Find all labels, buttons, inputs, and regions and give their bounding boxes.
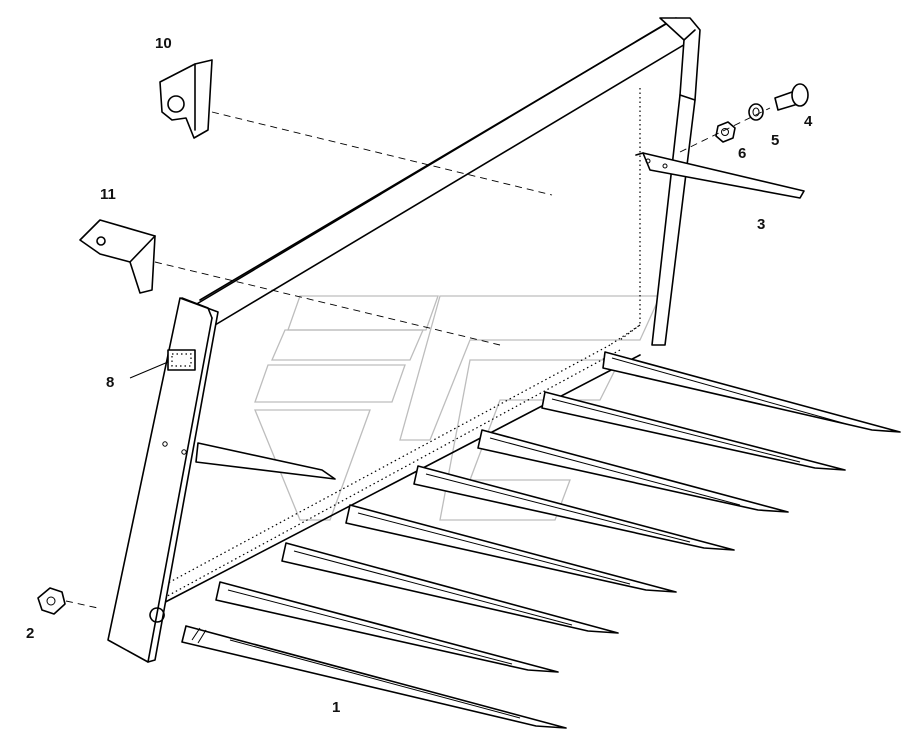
left-side-tine xyxy=(195,442,336,480)
tine-4 xyxy=(413,465,735,551)
label-10: 10 xyxy=(155,35,172,52)
label-3: 3 xyxy=(757,216,765,233)
label-5: 5 xyxy=(771,132,779,149)
lug-bracket-11 xyxy=(79,219,501,346)
nut-2 xyxy=(37,587,99,615)
spring-washer-5 xyxy=(748,103,764,121)
frame-back-outline xyxy=(154,88,641,591)
callout-labels: 1 2 3 4 5 6 8 10 11 xyxy=(26,35,813,716)
top-tube xyxy=(194,17,693,326)
label-11: 11 xyxy=(100,186,116,203)
bolt-4 xyxy=(774,83,809,111)
label-4: 4 xyxy=(804,113,813,130)
tine-1 xyxy=(602,351,901,433)
label-8: 8 xyxy=(106,374,114,391)
tine-8 xyxy=(181,625,567,729)
right-upright xyxy=(651,17,701,346)
label-6: 6 xyxy=(738,145,746,162)
tine-7 xyxy=(215,581,559,673)
tine-5 xyxy=(345,504,677,593)
tine-2 xyxy=(541,391,846,471)
tines xyxy=(181,351,901,729)
tine-6 xyxy=(281,542,619,634)
side-tine-3 xyxy=(635,152,805,199)
hook-bracket-10 xyxy=(159,59,553,196)
name-plate xyxy=(129,349,196,379)
left-upright xyxy=(107,297,219,663)
label-1: 1 xyxy=(332,699,340,716)
nut-6 xyxy=(715,121,736,143)
hardware-axis xyxy=(679,107,771,153)
label-2: 2 xyxy=(26,625,34,642)
tine-3 xyxy=(477,429,789,513)
